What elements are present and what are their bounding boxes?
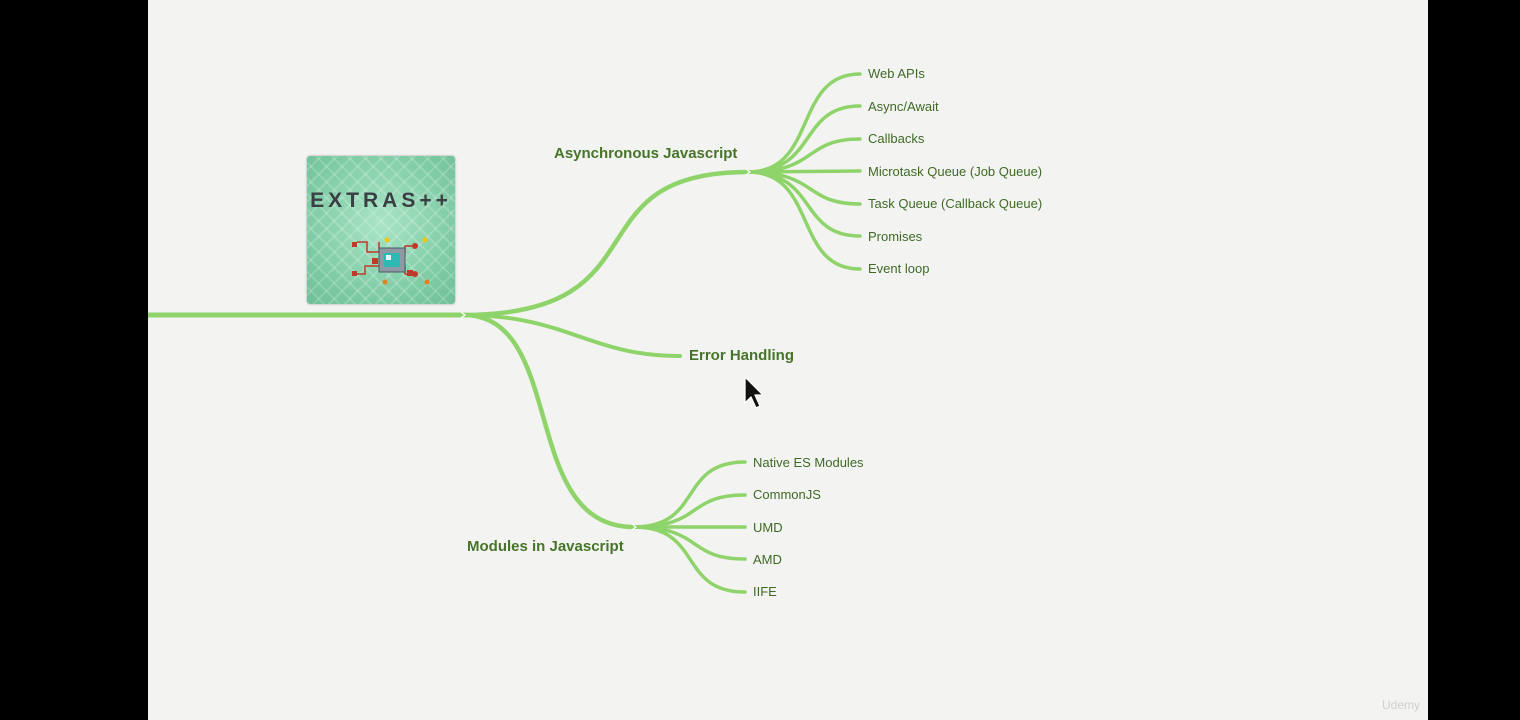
modules-sub-branches <box>632 460 747 594</box>
topic-async-await[interactable]: Async/Await <box>868 99 939 114</box>
circuit-chip-icon <box>352 237 430 285</box>
branch-line-modules <box>460 312 637 530</box>
topic-web-apis[interactable]: Web APIs <box>868 66 925 81</box>
branch-line-error <box>461 313 682 358</box>
topic-callbacks[interactable]: Callbacks <box>868 131 925 146</box>
branch-label-modules[interactable]: Modules in Javascript <box>467 538 624 555</box>
topic-thumbnail: EXTRAS++ <box>307 156 455 304</box>
topic-task-queue[interactable]: Task Queue (Callback Queue) <box>868 196 1042 211</box>
async-sub-branches <box>746 72 862 271</box>
topic-promises[interactable]: Promises <box>868 229 923 244</box>
topic-native-es-modules[interactable]: Native ES Modules <box>753 455 864 470</box>
branch-label-async[interactable]: Asynchronous Javascript <box>554 145 737 162</box>
node-chevron <box>745 168 751 176</box>
topic-amd[interactable]: AMD <box>753 552 782 567</box>
topic-commonjs[interactable]: CommonJS <box>753 487 821 502</box>
topic-microtask-queue[interactable]: Microtask Queue (Job Queue) <box>868 164 1042 179</box>
node-chevron <box>460 311 466 319</box>
branch-line-async <box>460 169 751 318</box>
node-chevron <box>631 523 637 531</box>
thumbnail-title: EXTRAS++ <box>310 189 452 212</box>
udemy-watermark: Udemy <box>1381 698 1420 712</box>
mouse-pointer-icon <box>744 376 764 409</box>
branch-label-error[interactable]: Error Handling <box>689 347 794 364</box>
mindmap-diagram: Asynchronous Javascript Error Handling M… <box>148 66 1042 599</box>
topic-event-loop[interactable]: Event loop <box>868 261 929 276</box>
topic-umd[interactable]: UMD <box>753 520 783 535</box>
video-frame: Asynchronous Javascript Error Handling M… <box>148 0 1428 720</box>
topic-iife[interactable]: IIFE <box>753 584 777 599</box>
